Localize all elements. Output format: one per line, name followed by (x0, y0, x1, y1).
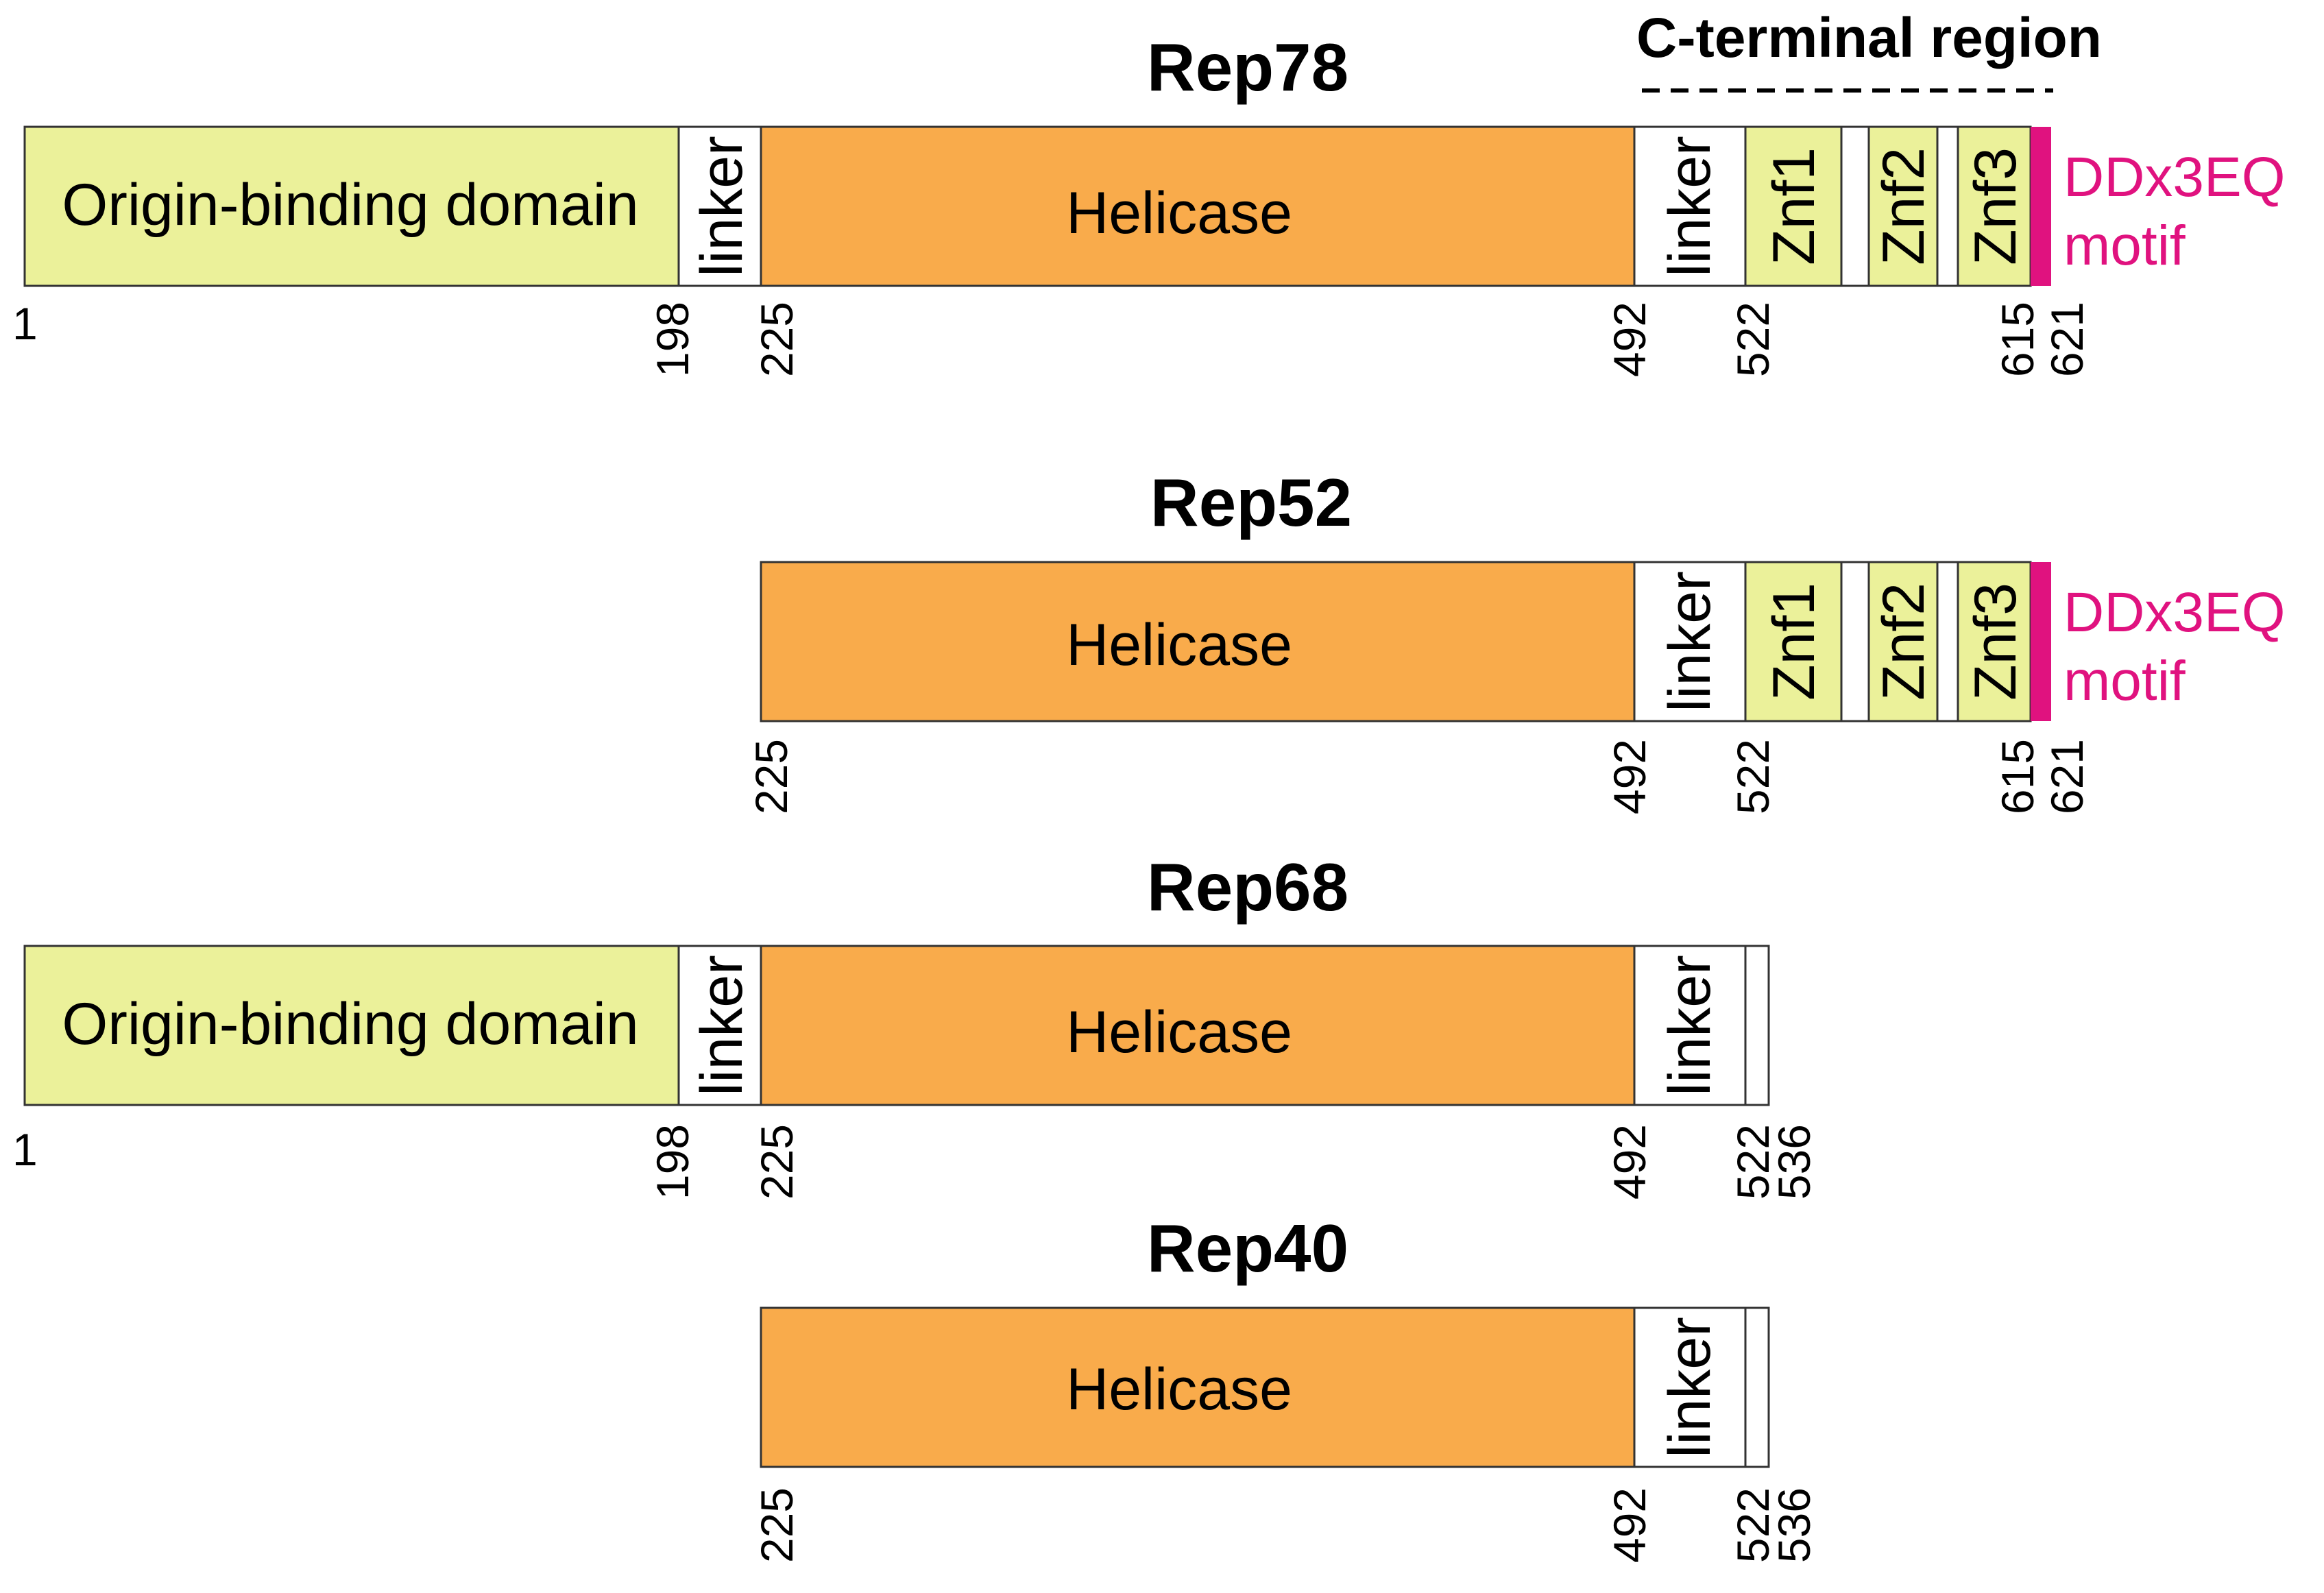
helicase-domain (760, 1306, 1636, 1468)
position-label: 225 (746, 739, 797, 814)
helicase-label: Helicase (1066, 999, 1292, 1065)
position-label: 615 (1992, 302, 2043, 377)
position-label: 621 (2042, 739, 2092, 814)
helicase-domain (760, 561, 1636, 722)
position-label: 492 (1604, 302, 1655, 377)
position-label: 522 (1728, 1487, 1778, 1563)
motif-label-line2: motif (2063, 650, 2186, 712)
position-label: 225 (751, 1487, 802, 1563)
protein-title-rep68: Rep68 (1147, 849, 1348, 925)
protein-rep68: Rep68 Origin-binding domain linker Helic… (12, 849, 1819, 1200)
znf1-label: Znf1 (1761, 583, 1827, 701)
protein-rep40: Rep40 Helicase linker 225 492 522 536 (751, 1211, 1819, 1563)
znf3-label: Znf3 (1963, 583, 2029, 701)
znf1-domain (1744, 561, 1843, 722)
helicase-label: Helicase (1066, 1357, 1292, 1422)
linker-label: linker (1657, 1317, 1723, 1458)
c-terminal-tail (1744, 1306, 1770, 1468)
linker-label: linker (1657, 955, 1723, 1096)
linker-label: linker (689, 955, 755, 1096)
position-label: 198 (647, 1124, 698, 1200)
position-label: 615 (1992, 739, 2043, 814)
linker-label: linker (689, 136, 755, 277)
position-label: 198 (647, 302, 698, 377)
position-label: 1 (12, 1124, 38, 1175)
protein-title-rep78: Rep78 (1147, 29, 1348, 105)
position-label: 621 (2042, 302, 2092, 377)
position-label: 225 (751, 302, 802, 377)
position-label: 492 (1604, 1487, 1655, 1563)
position-label: 522 (1728, 1124, 1778, 1200)
protein-rep78: Rep78 Origin-binding domain linker Helic… (12, 29, 2286, 377)
position-label: 492 (1604, 739, 1655, 814)
znf3-domain (1957, 561, 2032, 722)
linker-label: linker (1657, 136, 1723, 277)
c-terminal-region-label: C-terminal region (1636, 7, 2102, 69)
origin-binding-domain-label: Origin-binding domain (62, 991, 638, 1057)
linker-domain (1633, 1306, 1747, 1468)
linker-domain (677, 125, 762, 287)
position-label: 536 (1769, 1487, 1819, 1563)
helicase-domain (760, 945, 1636, 1106)
position-label: 522 (1728, 302, 1778, 377)
znf3-label: Znf3 (1963, 147, 2029, 265)
position-label: 225 (751, 1124, 802, 1200)
ddx3eq-motif-bar (2031, 562, 2051, 721)
ddx3eq-motif-bar (2031, 127, 2051, 286)
linker-label: linker (1657, 571, 1723, 712)
linker-domain (1633, 945, 1747, 1106)
znf2-domain (1867, 561, 1939, 722)
c-terminal-tail (1744, 945, 1770, 1106)
origin-binding-domain (23, 125, 680, 287)
position-label: 522 (1728, 739, 1778, 814)
motif-label-line2: motif (2063, 215, 2186, 277)
position-label: 1 (12, 298, 38, 349)
protein-rep52: Rep52 Helicase linker Znf1 Znf2 Znf3 DDx… (746, 465, 2286, 814)
position-label: 492 (1604, 1124, 1655, 1200)
znf1-label: Znf1 (1761, 147, 1827, 265)
motif-label-line1: DDx3EQ (2063, 581, 2286, 644)
linker-domain (677, 945, 762, 1106)
protein-title-rep40: Rep40 (1147, 1211, 1348, 1286)
znf2-label: Znf2 (1871, 147, 1937, 265)
helicase-label: Helicase (1066, 180, 1292, 246)
helicase-label: Helicase (1066, 612, 1292, 678)
helicase-domain (760, 125, 1636, 287)
znf1-domain (1744, 125, 1843, 287)
motif-label-line1: DDx3EQ (2063, 146, 2286, 208)
znf2-label: Znf2 (1871, 583, 1937, 701)
position-label: 536 (1769, 1124, 1819, 1200)
protein-title-rep52: Rep52 (1150, 465, 1352, 540)
znf2-domain (1867, 125, 1939, 287)
origin-binding-domain-label: Origin-binding domain (62, 172, 638, 238)
